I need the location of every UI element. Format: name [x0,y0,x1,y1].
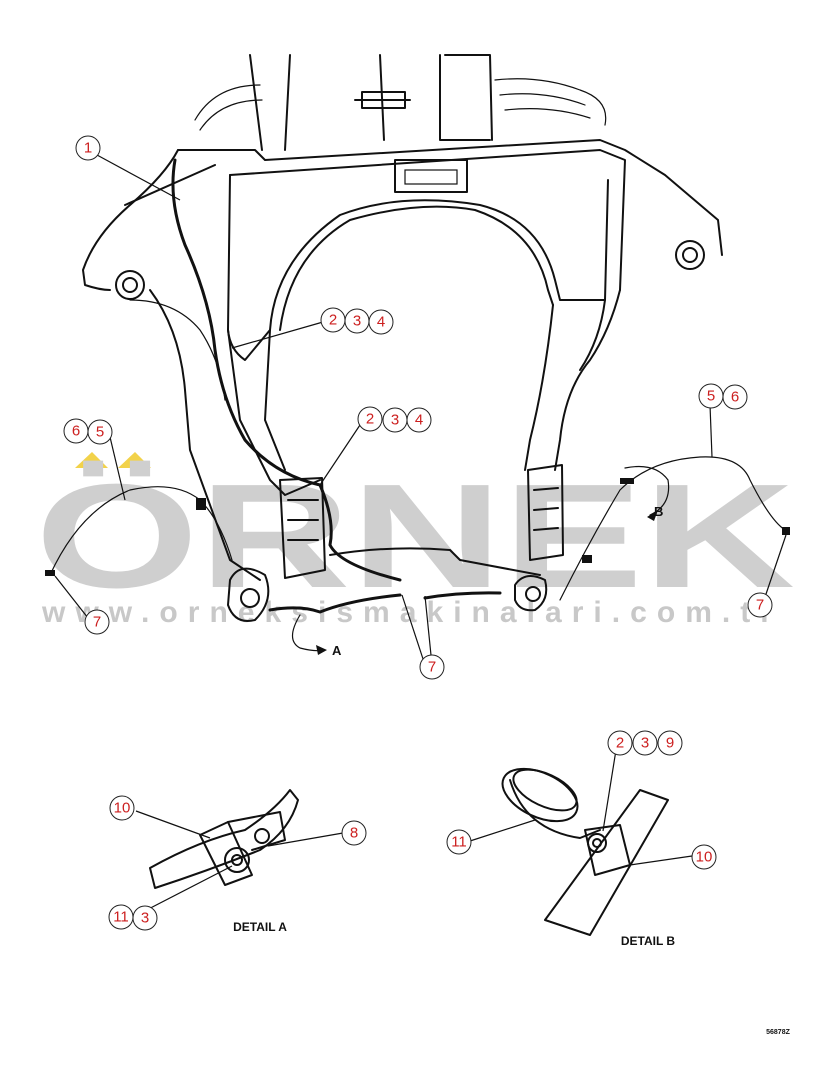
watermark-brand: ÖRNEK [35,454,795,619]
drawing-code: 56878Z [766,1029,790,1036]
view-b-label: B [654,504,663,519]
callout-7: 4 [406,407,432,433]
main-assembly [45,54,790,655]
callout-14: 7 [747,592,773,618]
callout-5: 2 [357,406,383,432]
callout-23: 10 [691,844,717,870]
svg-text:6: 6 [731,389,739,406]
svg-text:8: 8 [350,825,358,842]
callout-13: 7 [419,654,445,680]
svg-text:7: 7 [93,614,101,631]
callout-3: 3 [344,308,370,334]
callout-1: 1 [75,135,101,161]
callout-17: 9 [657,730,683,756]
svg-text:10: 10 [114,800,131,817]
callout-18: 10 [109,795,135,821]
view-b-clamp-marker [620,478,634,484]
svg-text:3: 3 [391,412,399,429]
callout-15: 2 [607,730,633,756]
svg-text:2: 2 [616,735,624,752]
svg-text:3: 3 [141,910,149,927]
watermark-url: www.orneksismakinalari.com.tr [41,596,782,629]
callout-10: 5 [698,383,724,409]
svg-text:1: 1 [84,140,92,157]
svg-text:11: 11 [113,909,129,926]
svg-text:3: 3 [353,313,361,330]
right-hose-clamp [582,555,592,563]
svg-text:5: 5 [96,424,104,441]
svg-text:6: 6 [72,423,80,440]
callout-8: 6 [63,418,89,444]
callout-22: 11 [446,829,472,855]
left-hose-clamp [196,498,206,510]
detail-b-label: DETAIL B [621,934,676,948]
svg-text:4: 4 [377,314,385,331]
detail-a-label: DETAIL A [233,920,287,934]
callout-2: 2 [320,307,346,333]
callout-12: 7 [84,609,110,635]
svg-text:7: 7 [756,597,764,614]
svg-text:4: 4 [415,412,423,429]
right-hose-end [782,527,790,535]
svg-text:7: 7 [428,659,436,676]
callout-6: 3 [382,407,408,433]
svg-text:11: 11 [451,834,467,851]
svg-text:3: 3 [641,735,649,752]
callout-4: 4 [368,309,394,335]
left-hose-end [45,570,55,576]
detail-a-illustration [149,789,299,889]
callout-21: 3 [132,905,158,931]
svg-text:10: 10 [696,849,713,866]
watermark-accent-right [118,452,151,468]
callout-9: 5 [87,419,113,445]
svg-text:2: 2 [366,411,374,428]
watermark-accent-left [75,452,108,468]
callout-16: 3 [632,730,658,756]
detail-b-illustration [501,767,669,936]
callout-20: 11 [108,904,134,930]
svg-text:9: 9 [666,735,674,752]
callout-11: 6 [722,384,748,410]
svg-text:5: 5 [707,388,715,405]
view-a-label: A [332,643,342,658]
svg-text:2: 2 [329,312,337,329]
watermark: ÖRNEK www.orneksismakinalari.com.tr [35,452,795,629]
callout-19: 8 [341,820,367,846]
